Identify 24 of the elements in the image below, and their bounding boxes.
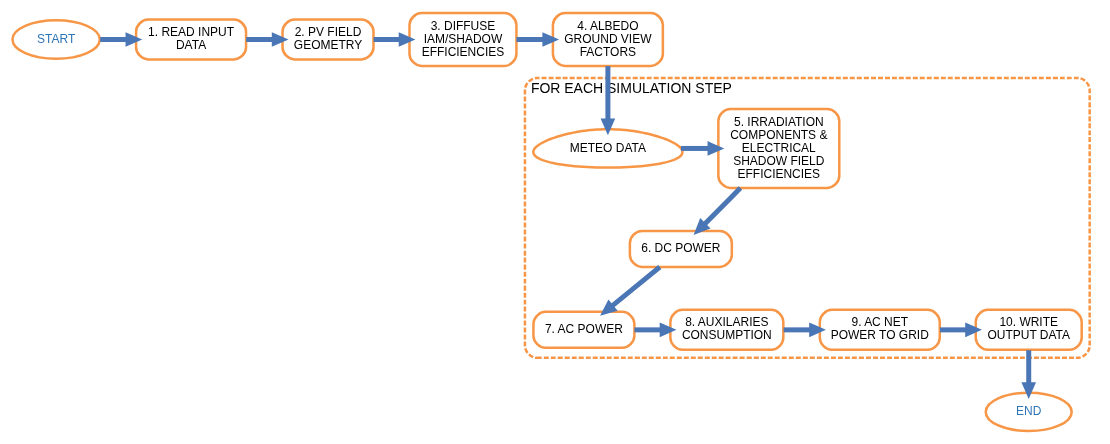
arrow	[100, 32, 143, 47]
arrow	[373, 32, 416, 47]
node-ellipse: END	[984, 391, 1073, 433]
node-box: 6. DC POWER	[628, 229, 734, 269]
node-box: 10. WRITE OUTPUT DATA	[974, 308, 1083, 352]
node-box: 9. AC NET POWER TO GRID	[818, 308, 941, 352]
arrow	[681, 141, 725, 156]
arrow	[600, 66, 616, 136]
arrow	[693, 186, 743, 236]
node-box: 8. AUXILARIES CONSUMPTION	[669, 308, 785, 352]
arrow	[634, 322, 677, 338]
node-ellipse: START	[11, 19, 102, 60]
node-box: 7. AC POWER	[532, 310, 636, 350]
arrow	[246, 32, 289, 47]
node-box: 2. PV FIELD GEOMETRY	[281, 18, 375, 61]
node-box: 3. DIFFUSE IAM/SHADOW EFFICIENCIES	[408, 11, 518, 68]
arrow	[783, 322, 826, 338]
node-box: 4. ALBEDO GROUND VIEW FACTORS	[551, 11, 665, 68]
node-box: 1. READ INPUT DATA	[134, 18, 248, 61]
arrow	[1021, 350, 1037, 400]
node-box: 5. IRRADIATION COMPONENTS & ELECTRICAL SHADOW FIELD EFFICIENCIES	[717, 107, 841, 190]
arrow	[940, 322, 982, 338]
arrow	[600, 265, 662, 316]
arrow	[516, 32, 560, 47]
